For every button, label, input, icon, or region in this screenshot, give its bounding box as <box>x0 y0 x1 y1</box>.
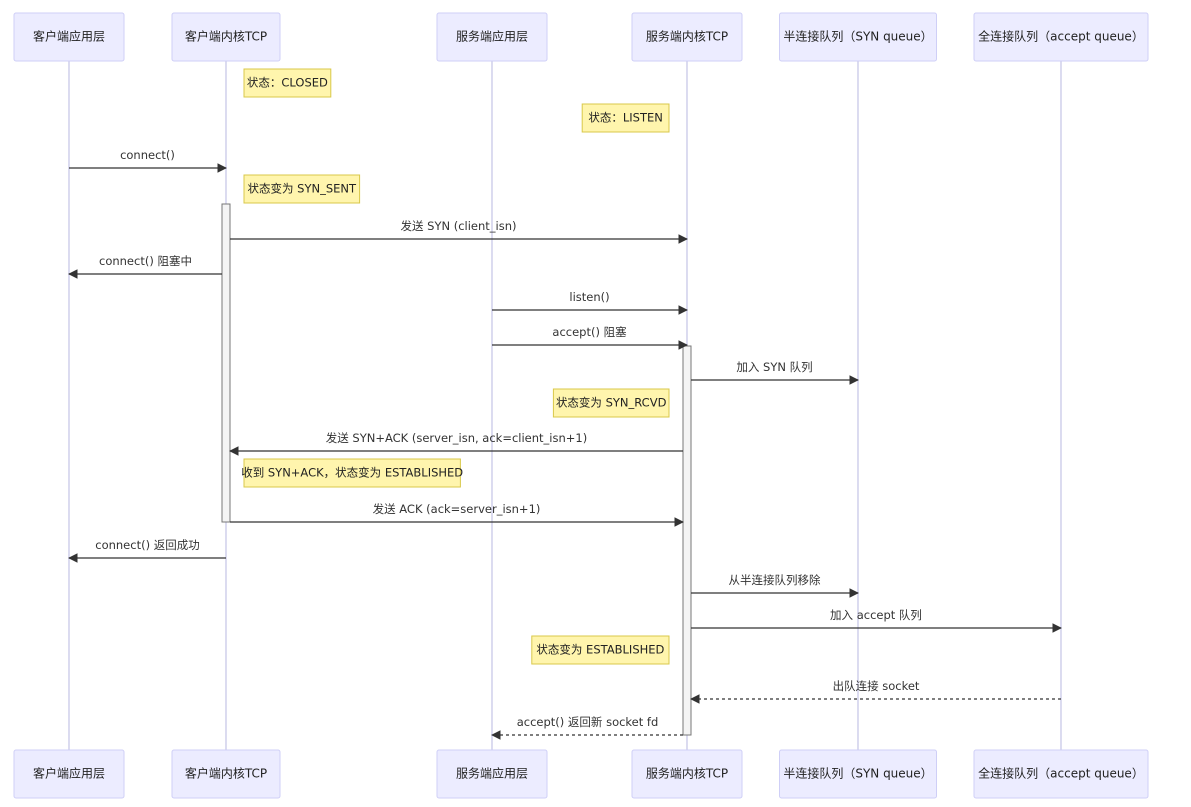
participant-server_app-bottom: 服务端应用层 <box>436 749 548 799</box>
participant-label: 客户端内核TCP <box>185 29 267 44</box>
participant-server_tcp-bottom: 服务端内核TCP <box>631 749 743 799</box>
note-box <box>531 635 670 665</box>
activation-bar-client_tcp <box>221 203 231 523</box>
participant-box <box>171 749 281 799</box>
message-arrow: connect() <box>69 148 227 173</box>
message-label: accept() 返回新 socket fd <box>517 715 659 729</box>
message-label: 加入 SYN 队列 <box>736 360 812 374</box>
note: 状态：CLOSED <box>243 68 332 98</box>
message-label: accept() 阻塞 <box>552 325 627 339</box>
message-label: connect() 返回成功 <box>95 538 199 552</box>
note-text: 状态变为 SYN_SENT <box>248 182 358 196</box>
message-label: connect() <box>120 148 175 162</box>
note: 状态变为 SYN_SENT <box>243 174 361 204</box>
note-text: 状态变为 SYN_RCVD <box>556 396 667 410</box>
message-arrow: listen() <box>492 290 688 315</box>
message-arrow: 发送 ACK (ack=server_isn+1) <box>230 502 684 527</box>
participant-client_tcp-bottom: 客户端内核TCP <box>171 749 281 799</box>
participant-box <box>436 749 548 799</box>
participant-server_app-top: 服务端应用层 <box>436 12 548 62</box>
message-arrow: accept() 返回新 socket fd <box>491 715 683 740</box>
participant-accept_queue-top: 全连接队列（accept queue） <box>973 12 1149 62</box>
participant-label: 客户端内核TCP <box>185 766 267 781</box>
note-box <box>243 458 461 488</box>
note-box <box>243 68 332 98</box>
note-text: 收到 SYN+ACK，状态变为 ESTABLISHED <box>241 466 463 480</box>
message-arrow: connect() 返回成功 <box>68 538 226 563</box>
participant-box <box>973 12 1149 62</box>
note: 状态变为 SYN_RCVD <box>552 388 670 418</box>
participant-client_tcp-top: 客户端内核TCP <box>171 12 281 62</box>
participant-label: 客户端应用层 <box>33 29 105 44</box>
note-box <box>552 388 670 418</box>
participant-server_tcp-top: 服务端内核TCP <box>631 12 743 62</box>
participant-box <box>779 749 937 799</box>
message-label: 发送 SYN (client_isn) <box>400 219 516 233</box>
participant-client_app-bottom: 客户端应用层 <box>13 749 125 799</box>
participant-label: 服务端内核TCP <box>646 766 728 781</box>
participant-accept_queue-bottom: 全连接队列（accept queue） <box>973 749 1149 799</box>
participant-label: 服务端应用层 <box>456 766 528 781</box>
note-box <box>243 174 361 204</box>
participant-box <box>13 12 125 62</box>
participant-box <box>631 12 743 62</box>
participant-box <box>171 12 281 62</box>
message-arrow: accept() 阻塞 <box>492 325 688 350</box>
message-label: connect() 阻塞中 <box>99 254 192 268</box>
participant-box <box>631 749 743 799</box>
participant-syn_queue-top: 半连接队列（SYN queue） <box>779 12 937 62</box>
message-label: 从半连接队列移除 <box>729 573 821 587</box>
participant-box <box>973 749 1149 799</box>
note-box <box>581 103 670 133</box>
participant-box <box>436 12 548 62</box>
message-label: 发送 SYN+ACK (server_isn, ack=client_isn+1… <box>326 431 587 445</box>
note-text: 状态：CLOSED <box>247 76 328 90</box>
note: 状态变为 ESTABLISHED <box>531 635 670 665</box>
note-text: 状态变为 ESTABLISHED <box>536 643 664 657</box>
participant-label: 客户端应用层 <box>33 766 105 781</box>
participant-label: 服务端内核TCP <box>646 29 728 44</box>
message-arrow: 发送 SYN (client_isn) <box>230 219 688 244</box>
message-arrow: 出队连接 socket <box>690 679 1061 704</box>
participant-label: 半连接队列（SYN queue） <box>783 29 932 44</box>
participant-label: 全连接队列（accept queue） <box>978 29 1144 44</box>
participant-box <box>13 749 125 799</box>
message-arrow: 从半连接队列移除 <box>691 573 859 598</box>
activation-bar-server_tcp <box>682 345 692 736</box>
participant-syn_queue-bottom: 半连接队列（SYN queue） <box>779 749 937 799</box>
message-label: 发送 ACK (ack=server_isn+1) <box>373 502 541 516</box>
message-arrow: connect() 阻塞中 <box>68 254 222 279</box>
participant-label: 服务端应用层 <box>456 29 528 44</box>
participant-label: 半连接队列（SYN queue） <box>783 766 932 781</box>
message-label: listen() <box>569 290 609 304</box>
message-arrow: 发送 SYN+ACK (server_isn, ack=client_isn+1… <box>229 431 683 456</box>
participant-box <box>779 12 937 62</box>
participant-label: 全连接队列（accept queue） <box>978 766 1144 781</box>
message-arrow: 加入 accept 队列 <box>691 608 1062 633</box>
message-label: 加入 accept 队列 <box>830 608 922 622</box>
message-arrow: 加入 SYN 队列 <box>691 360 859 385</box>
note: 收到 SYN+ACK，状态变为 ESTABLISHED <box>241 458 463 488</box>
participant-client_app-top: 客户端应用层 <box>13 12 125 62</box>
note: 状态：LISTEN <box>581 103 670 133</box>
note-text: 状态：LISTEN <box>588 111 663 125</box>
message-label: 出队连接 socket <box>833 679 920 693</box>
